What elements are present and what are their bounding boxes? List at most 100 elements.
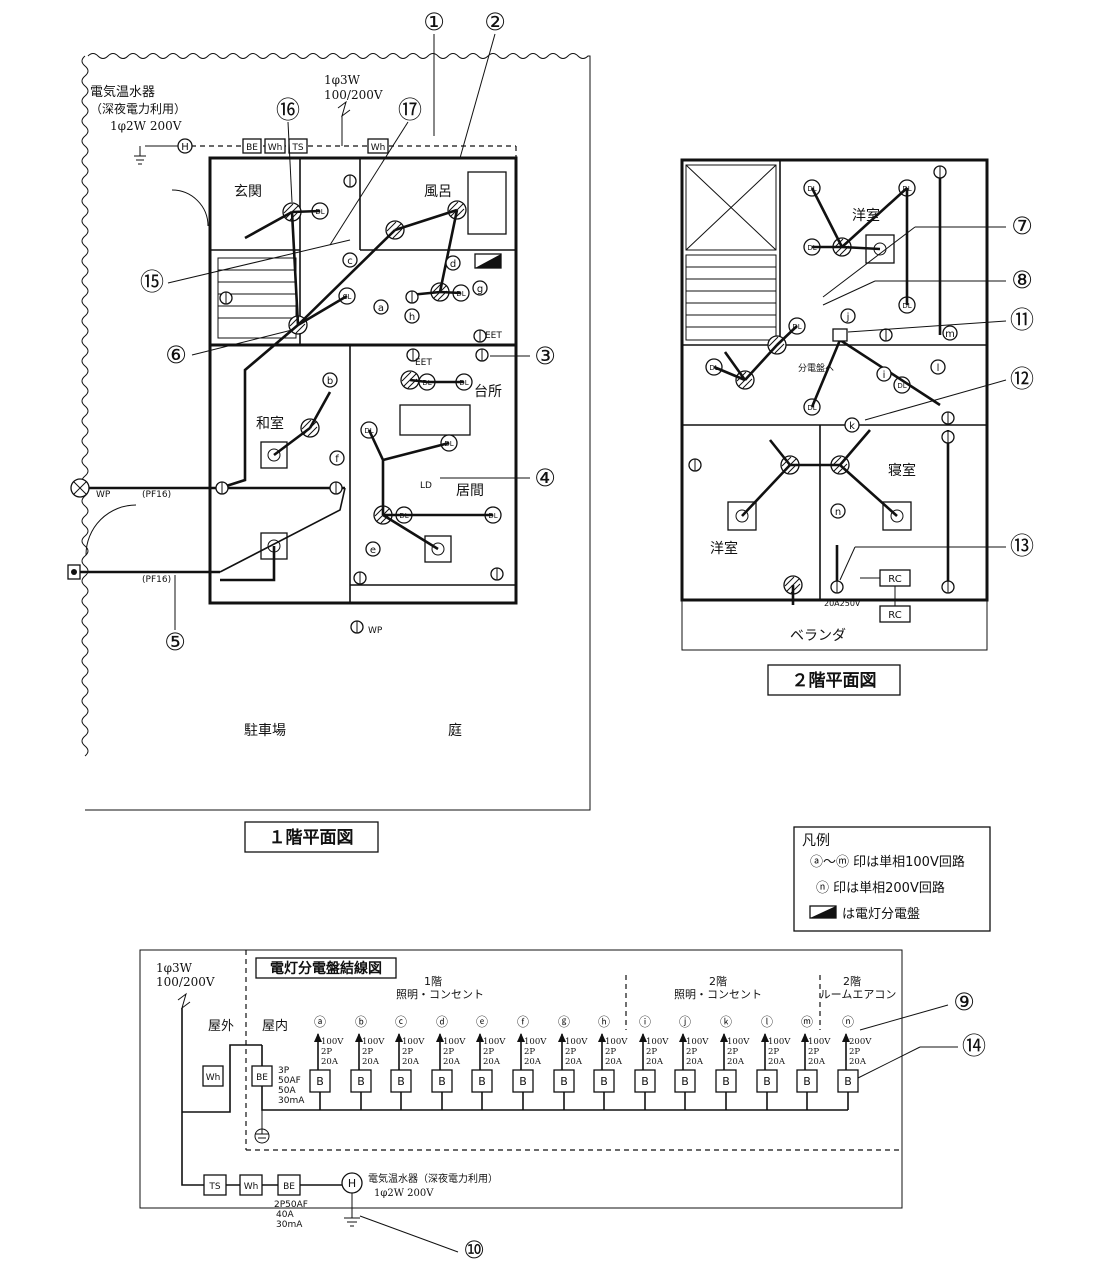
branch-arrow — [436, 1033, 444, 1042]
circuit-mark-l: l — [930, 359, 946, 375]
legend-title: 凡例 — [802, 833, 830, 849]
breaker-box — [796, 1069, 818, 1093]
breaker-label: B — [438, 1075, 446, 1088]
branch-voltage: 100V — [808, 1037, 831, 1047]
branch-arrow — [842, 1033, 850, 1042]
label-outdoor: 屋外 — [208, 1019, 234, 1034]
legend: 凡例 ⓐ～ⓜ 印は単相100V回路 ⓝ 印は単相200V回路 は電灯分電盤 — [793, 826, 991, 932]
wiring-ground — [255, 1110, 269, 1139]
branch-ampere: 20A — [483, 1057, 501, 1067]
svg-text:⑤: ⑤ — [164, 628, 186, 656]
outlet-2f-e — [688, 458, 702, 472]
svg-text:①: ① — [423, 8, 445, 36]
callout-3: ③ — [490, 342, 556, 370]
svg-text:k: k — [849, 421, 855, 432]
branch-poles: 2P — [402, 1047, 413, 1057]
legend-panel-fill — [810, 906, 836, 918]
branch-voltage: 100V — [565, 1037, 588, 1047]
floor1-plan: H BE Wh TS Wh 電気温水器 （深夜電力利用） 1φ2W 200V 1… — [67, 53, 591, 853]
branch-voltage: 100V — [443, 1037, 466, 1047]
group3-floor: 2階 — [843, 974, 861, 988]
title-floor2: ２階平面図 — [792, 671, 877, 691]
wp-label: WP — [96, 490, 111, 500]
svg-text:i: i — [883, 370, 886, 381]
circuit-symbol: ⓚ — [720, 1015, 732, 1029]
outlet-1f-g — [405, 290, 419, 304]
main-breaker-ma: 30mA — [278, 1096, 305, 1106]
circuit-symbol: ⓛ — [761, 1015, 773, 1029]
room-entrance: 玄関 — [234, 183, 262, 200]
breaker-label: B — [397, 1075, 405, 1088]
supply-phase: 1φ3W — [324, 73, 361, 87]
outlet-2f-f — [941, 580, 955, 594]
branch-poles: 2P — [443, 1047, 454, 1057]
branch-voltage: 100V — [524, 1037, 547, 1047]
svg-text:TS: TS — [291, 143, 303, 153]
wiring-wh2-box: Wh — [239, 1174, 263, 1196]
panel-wiring-diagram: 電灯分電盤結線図 1φ3W 100/200V 屋外 屋内 1階 照明・コンセント… — [139, 949, 903, 1230]
breaker-box — [471, 1069, 493, 1093]
heater-label: 電気温水器（深夜電力利用） — [368, 1172, 498, 1185]
branch-arrow — [761, 1033, 769, 1042]
breaker-label: B — [316, 1075, 324, 1088]
branch-poles: 2P — [727, 1047, 738, 1057]
breaker-label: B — [519, 1075, 527, 1088]
branch-poles: 2P — [646, 1047, 657, 1057]
void-cross — [685, 164, 777, 251]
svg-text:n: n — [835, 507, 841, 518]
circuit-mark-f: f — [329, 450, 345, 466]
svg-text:Wh: Wh — [371, 143, 386, 153]
circuit-mark-e: e — [365, 541, 381, 557]
site-boundary — [85, 53, 591, 811]
outlet-1f-f — [343, 174, 357, 188]
wiring-service-drop — [177, 992, 191, 1010]
callouts: ① ② ③ ④ ⑤ ⑥ ⑦ ⑧ ⑪ ⑫ ⑬ ⑮ ⑯ ⑰ — [140, 8, 1034, 656]
callout-14: ⑭ — [857, 1032, 986, 1079]
branch-poles: 2P — [565, 1047, 576, 1057]
outlet-1f-d — [490, 567, 504, 581]
outlet-1f-h — [473, 329, 487, 343]
branch-ampere: 20A — [646, 1057, 664, 1067]
callout-5: ⑤ — [164, 575, 186, 656]
svg-text:⑮: ⑮ — [140, 268, 164, 296]
callout-16: ⑯ — [276, 96, 300, 203]
branch-arrow — [801, 1033, 809, 1042]
circuit-symbol: ⓙ — [679, 1015, 691, 1029]
breaker-box — [512, 1069, 534, 1093]
breaker-label: B — [560, 1075, 568, 1088]
circuit-mark-m: m — [942, 325, 958, 341]
breaker-label: B — [600, 1075, 608, 1088]
stair-2f — [685, 254, 777, 341]
breaker-box — [350, 1069, 372, 1093]
svg-text:⑭: ⑭ — [962, 1032, 986, 1060]
circuit-mark-h: h — [404, 308, 420, 324]
svg-text:l: l — [937, 363, 940, 374]
room-living: 居間 — [456, 483, 484, 499]
wiring-supply-voltage: 100/200V — [156, 975, 215, 989]
eet-label-2: EET — [485, 331, 502, 341]
void — [685, 164, 777, 251]
breaker-box — [309, 1069, 331, 1093]
legend-line-panel: は電灯分電盤 — [842, 907, 920, 922]
svg-text:⑬: ⑬ — [1010, 532, 1034, 560]
branch-voltage: 100V — [686, 1037, 709, 1047]
callout-4: ④ — [440, 464, 556, 492]
svg-text:DL: DL — [897, 382, 906, 390]
circuit-mark-g: g — [472, 280, 488, 296]
branch-arrow — [355, 1033, 363, 1042]
circuit-symbol: ⓜ — [801, 1015, 813, 1029]
pendant-lamp — [890, 509, 904, 523]
callout-17: ⑰ — [329, 96, 422, 246]
callout-11: ⑪ — [847, 306, 1034, 334]
room-kitchen: 台所 — [474, 384, 502, 400]
circuit-mark-d: d — [445, 255, 461, 271]
circuit-mark-a: a — [373, 299, 389, 315]
branch-arrow — [679, 1033, 687, 1042]
ac-outlet-rating: 20A250V — [824, 599, 861, 608]
